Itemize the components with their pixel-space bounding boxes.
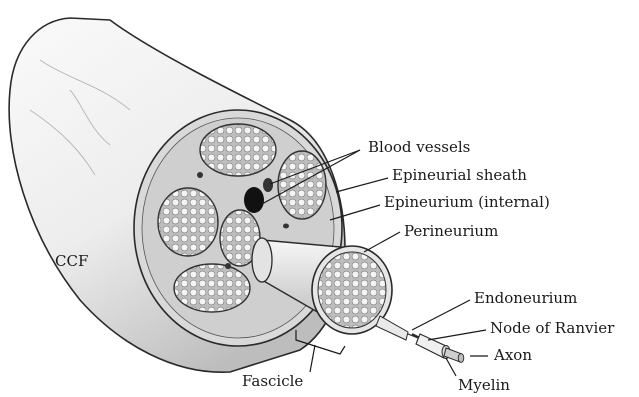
label-epineurium-internal: Epineurium (internal): [384, 193, 550, 211]
label-endoneurium: Endoneurium: [474, 289, 577, 307]
label-epineurial-sheath: Epineurial sheath: [392, 166, 527, 184]
cross-section: [134, 110, 342, 346]
label-node-of-ranvier: Node of Ranvier: [490, 319, 615, 337]
label-myelin: Myelin: [458, 376, 510, 394]
label-blood-vessels: Blood vessels: [368, 138, 470, 156]
label-ccf: CCF: [55, 252, 88, 270]
nerve-fiber: [376, 316, 464, 362]
label-axon: Axon: [493, 346, 532, 364]
label-fascicle: Fascicle: [242, 372, 303, 390]
label-perineurium: Perineurium: [404, 222, 498, 240]
